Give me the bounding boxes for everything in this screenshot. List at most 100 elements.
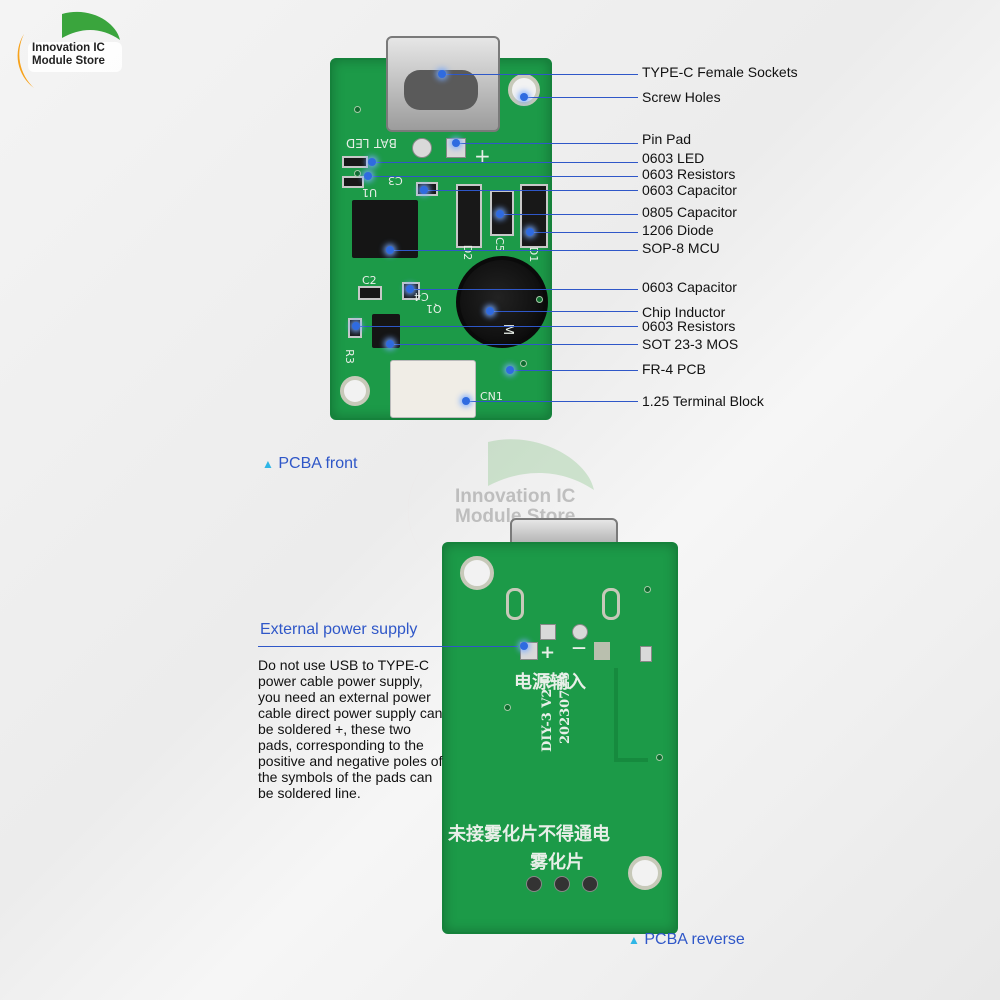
external-power-line: [258, 646, 518, 647]
callout-line: [466, 401, 638, 402]
led-component: [342, 156, 368, 168]
silk-plus: +: [474, 144, 491, 168]
terminal-block: [390, 360, 476, 418]
callout-dot: [496, 210, 504, 218]
label-pin-pad: Pin Pad: [642, 131, 692, 147]
caption-front-text: PCBA front: [278, 455, 358, 472]
pcb-back-board: + — 电源输入 DIY-3 V2.0 20230725 未接雾化片不得通电 雾…: [442, 542, 678, 934]
silk-led: LED: [346, 136, 370, 150]
brand-line-1: Innovation IC: [32, 42, 105, 54]
callout-line: [372, 162, 638, 163]
label-chip-inductor: Chip Inductor: [642, 304, 726, 320]
label-fr4-pcb: FR-4 PCB: [642, 361, 706, 377]
label-screw-holes: Screw Holes: [642, 89, 721, 105]
callout-line: [490, 311, 638, 312]
screw-hole-top-left: [460, 556, 494, 590]
callout-line: [530, 232, 638, 233]
label-0603-capacitor: 0603 Capacitor: [642, 182, 737, 198]
callout-dot: [364, 172, 372, 180]
callout-dot: [462, 397, 470, 405]
silk-bat: BAT: [374, 136, 397, 150]
slot-right: [602, 588, 620, 620]
brand-logo: [4, 4, 122, 104]
callout-dot: [520, 93, 528, 101]
capacitor-c2: [358, 286, 382, 300]
brand-name: Innovation IC Module Store: [32, 42, 105, 68]
power-pad-round: [572, 624, 588, 640]
silk-d2: D2: [461, 244, 475, 261]
callout-dot: [506, 366, 514, 374]
callout-line: [456, 143, 638, 144]
silk-date: 20230725: [558, 671, 573, 744]
caption-pcba-reverse: ▲ PCBA reverse: [628, 931, 745, 949]
label-type-c-socket: TYPE-C Female Sockets: [642, 64, 798, 80]
silk-plus-back: +: [540, 642, 556, 663]
trace: [614, 668, 648, 762]
small-pad: [640, 646, 652, 662]
external-power-dot: [520, 642, 528, 650]
label-0603-resistors-2: 0603 Resistors: [642, 318, 736, 334]
callout-dot: [386, 340, 394, 348]
via: [656, 754, 663, 761]
label-sot23-mos: SOT 23-3 MOS: [642, 336, 739, 352]
label-0603-capacitor-2: 0603 Capacitor: [642, 279, 737, 295]
watermark-line-1: Innovation IC: [455, 486, 576, 507]
callout-line: [524, 97, 638, 98]
slot-left: [506, 588, 524, 620]
via: [354, 170, 361, 177]
pin-pad-1: [412, 138, 432, 158]
via: [644, 586, 651, 593]
silk-version: DIY-3 V2.0: [540, 675, 555, 752]
callout-line: [368, 176, 638, 177]
chip-inductor: [456, 256, 548, 348]
callout-line: [390, 344, 638, 345]
callout-dot: [386, 246, 394, 254]
label-sop8-mcu: SOP-8 MCU: [642, 240, 720, 256]
atomizer-pad-1: [526, 876, 542, 892]
silk-power-input: 电源输入: [514, 672, 586, 693]
caption-pcba-front: ▲ PCBA front: [262, 455, 358, 473]
power-pad-square: [540, 624, 556, 640]
silk-atomizer: 雾化片: [530, 852, 584, 873]
label-1206-diode: 1206 Diode: [642, 222, 714, 238]
sop8-mcu: [352, 200, 418, 258]
screw-hole-bottom-right: [628, 856, 662, 890]
callout-dot: [526, 228, 534, 236]
label-0603-led: 0603 LED: [642, 150, 705, 166]
external-power-text: Do not use USB to TYPE-C power cable pow…: [258, 657, 443, 801]
silk-u1: U1: [362, 186, 378, 199]
atomizer-pad-3: [582, 876, 598, 892]
callout-dot: [352, 322, 360, 330]
callout-line: [442, 74, 638, 75]
via: [536, 296, 543, 303]
caption-back-text: PCBA reverse: [644, 931, 745, 948]
pcb-front-board: + BAT LED U1 C3 D2 C5 D1 M C2 C4 Q1 R3 C…: [330, 36, 552, 420]
resistor-component: [342, 176, 364, 188]
screw-hole-top-right: [508, 74, 540, 106]
external-power-title: External power supply: [260, 621, 418, 638]
callout-line: [500, 214, 638, 215]
via: [520, 360, 527, 367]
triangle-icon: ▲: [262, 457, 274, 471]
silk-q1: Q1: [426, 302, 442, 315]
label-0805-capacitor: 0805 Capacitor: [642, 204, 737, 220]
callout-line: [424, 190, 638, 191]
via: [504, 704, 511, 711]
diode-d1: [520, 184, 548, 248]
silk-r3: R3: [342, 349, 356, 364]
callout-line: [390, 250, 638, 251]
callout-dot: [486, 307, 494, 315]
callout-dot: [452, 139, 460, 147]
label-terminal-block: 1.25 Terminal Block: [642, 393, 764, 409]
brand-line-2: Module Store: [32, 55, 105, 67]
callout-line: [510, 370, 638, 371]
silk-warning: 未接雾化片不得通电: [448, 824, 610, 845]
callout-dot: [438, 70, 446, 78]
watermark-logo: [398, 430, 598, 590]
via: [354, 106, 361, 113]
callout-line: [410, 289, 638, 290]
label-0603-resistors: 0603 Resistors: [642, 166, 736, 182]
callout-dot: [406, 285, 414, 293]
silk-cn1: CN1: [480, 390, 503, 403]
power-pad-minus: [594, 642, 610, 660]
